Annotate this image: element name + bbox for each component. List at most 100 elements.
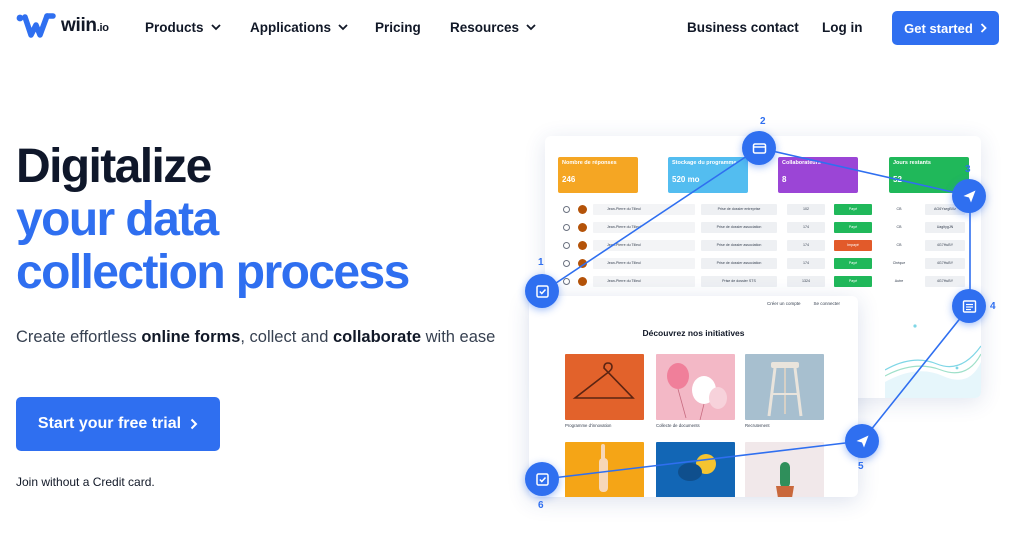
tile-recruitment[interactable]: [745, 354, 824, 420]
start-free-trial-button[interactable]: Start your free trial: [16, 397, 220, 451]
row-method: CB: [881, 222, 917, 233]
row-status: Payé: [834, 258, 872, 269]
row-radio[interactable]: [563, 260, 570, 267]
row-person: Jean-Pierre du Tilleul: [593, 222, 695, 233]
row-ref: 4G7HuBY: [925, 240, 965, 251]
stat-value: 8: [782, 175, 787, 184]
checkbox-icon: [535, 284, 549, 298]
hero-title-line-2: your data: [16, 193, 219, 246]
table-row[interactable]: Jean-Pierre du Tilleul Prise de dossier …: [559, 276, 969, 288]
product-illustration: Nombre de réponses 246 Stockage du progr…: [515, 108, 1024, 537]
row-project: Prise de dossier association: [701, 222, 777, 233]
row-radio[interactable]: [563, 206, 570, 213]
hanger-icon: [572, 362, 635, 399]
credit-card-icon: [752, 142, 766, 154]
row-method: Autre: [881, 276, 917, 287]
step-number: 5: [858, 461, 864, 472]
nav-applications-label: Applications: [250, 20, 332, 35]
stat-card-collaborators: Collaborateurs 8: [778, 157, 858, 193]
row-ref: 4G7HuBY: [925, 258, 965, 269]
row-ref: AG6YsegBXz: [925, 204, 965, 215]
row-status: Payé: [834, 276, 872, 287]
row-status: Payé: [834, 222, 872, 233]
tile-caption: Recrutement: [745, 423, 770, 428]
row-amount: 102: [787, 204, 825, 215]
row-ref: 4G7HuBY: [925, 276, 965, 287]
nav-products[interactable]: Products: [145, 20, 221, 35]
row-amount: 174: [787, 258, 825, 269]
avatar: [578, 223, 587, 232]
avatar: [578, 259, 587, 268]
wiin-logo[interactable]: wiin.io: [16, 13, 109, 39]
top-navigation: wiin.io Products Applications Pricing Re…: [0, 0, 1024, 56]
business-contact-link[interactable]: Business contact: [687, 20, 799, 35]
step-3-badge[interactable]: [952, 179, 986, 213]
stat-label: Jours restants: [893, 160, 931, 166]
hero-title-line-3: collection process: [16, 246, 410, 299]
stat-label: Collaborateurs: [782, 160, 821, 166]
step-number: 1: [538, 257, 544, 268]
step-1-badge[interactable]: [525, 274, 559, 308]
row-project: Prise de dossier association: [701, 258, 777, 269]
card-links: Créer un compte Se connecter: [767, 301, 840, 306]
hero-title-line-1: Digitalize: [16, 140, 212, 193]
stat-label: Stockage du programme: [672, 160, 737, 166]
step-5-badge[interactable]: [845, 424, 879, 458]
avatar: [578, 205, 587, 214]
row-person: Jean-Pierre du Tilleul: [593, 240, 695, 251]
nav-products-label: Products: [145, 20, 204, 35]
row-radio[interactable]: [563, 278, 570, 285]
row-radio[interactable]: [563, 242, 570, 249]
tile-6[interactable]: [745, 442, 824, 497]
checkbox-icon: [535, 472, 549, 486]
nav-applications[interactable]: Applications: [250, 20, 348, 35]
table-row[interactable]: Jean-Pierre du Tilleul Prise de dossier …: [559, 222, 969, 234]
table-row[interactable]: Jean-Pierre du Tilleul Prise de dossier …: [559, 204, 969, 216]
tile-documents[interactable]: [656, 354, 735, 420]
initiatives-card: Créer un compte Se connecter Découvrez n…: [529, 296, 858, 497]
row-radio[interactable]: [563, 224, 570, 231]
row-project: Prise de dossier entreprise: [701, 204, 777, 215]
sign-in-link[interactable]: Se connecter: [813, 301, 840, 306]
logo-text: wiin.io: [61, 15, 109, 36]
step-number: 6: [538, 500, 544, 511]
nav-resources[interactable]: Resources: [450, 20, 536, 35]
table-row[interactable]: Jean-Pierre du Tilleul Prise de dossier …: [559, 240, 969, 252]
avatar: [578, 277, 587, 286]
chevron-down-icon: [338, 24, 348, 31]
step-6-badge[interactable]: [525, 462, 559, 496]
row-method: CB: [881, 204, 917, 215]
tile-5[interactable]: [656, 442, 735, 497]
row-project: Prise de dossier STS: [701, 276, 777, 287]
stat-value: 246: [562, 175, 576, 184]
balloons-icon: [667, 363, 727, 420]
row-amount: 1324: [787, 276, 825, 287]
get-started-button[interactable]: Get started: [892, 11, 999, 45]
get-started-label: Get started: [904, 20, 973, 36]
avatar: [578, 241, 587, 250]
stat-value: 52: [893, 175, 902, 184]
tile-4[interactable]: [565, 442, 644, 497]
row-ref: UagltygJN: [925, 222, 965, 233]
row-amount: 174: [787, 222, 825, 233]
hero-subtitle: Create effortless online forms, collect …: [16, 328, 496, 346]
nav-resources-label: Resources: [450, 20, 520, 35]
stool-icon: [767, 362, 803, 417]
create-account-link[interactable]: Créer un compte: [766, 301, 801, 306]
stat-card-responses: Nombre de réponses 246: [558, 157, 638, 193]
step-2-badge[interactable]: [742, 131, 776, 165]
send-icon: [856, 435, 868, 447]
start-free-trial-label: Start your free trial: [37, 415, 182, 432]
nav-pricing[interactable]: Pricing: [375, 20, 421, 35]
table-row[interactable]: Jean-Pierre du Tilleul Prise de dossier …: [559, 258, 969, 270]
chevron-right-icon: [190, 418, 198, 430]
row-amount: 174: [787, 240, 825, 251]
stat-label: Nombre de réponses: [562, 160, 617, 166]
hero-title: Digitalize your data collection process: [16, 140, 410, 299]
send-icon: [963, 190, 975, 202]
row-person: Jean-Pierre du Tilleul: [593, 258, 695, 269]
row-status: Payé: [834, 204, 872, 215]
tile-innovation[interactable]: [565, 354, 644, 420]
step-4-badge[interactable]: [952, 289, 986, 323]
login-link[interactable]: Log in: [822, 20, 863, 35]
